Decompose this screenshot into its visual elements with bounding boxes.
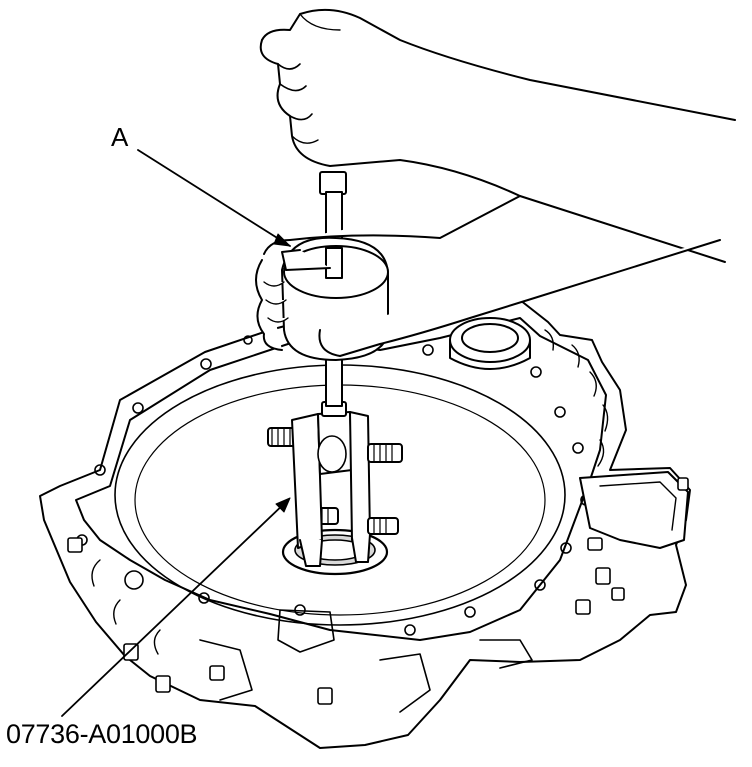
- upper-port-inner: [461, 323, 519, 353]
- leader-arrow-part: [275, 497, 291, 513]
- lower-bracket: [277, 609, 335, 653]
- part-number-label: 07736-A01000B: [6, 719, 198, 749]
- leader-line-a: [137, 149, 291, 247]
- leader-line-part: [61, 499, 289, 717]
- housing-ribs: [91, 329, 609, 655]
- leader-arrow-a: [273, 233, 291, 247]
- bearing-puller: [267, 401, 403, 567]
- left-bolts: [67, 537, 333, 705]
- hand: [255, 8, 736, 357]
- right-boss: [579, 471, 689, 549]
- right-bolts: [575, 477, 689, 615]
- callout-label-a: A: [111, 122, 129, 152]
